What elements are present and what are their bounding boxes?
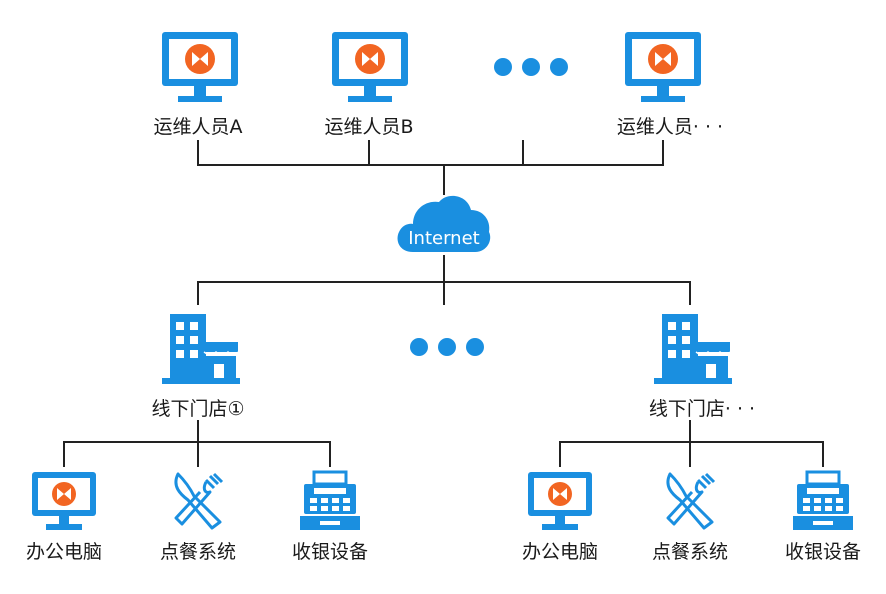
cloud-icon: Internet — [397, 195, 491, 252]
cash-register-icon — [793, 470, 853, 530]
device-label: 收银设备 — [291, 541, 369, 563]
device-label: 点餐系统 — [651, 541, 729, 563]
store-building-icon — [654, 314, 732, 384]
fork-knife-icon — [174, 472, 224, 530]
device-label: 点餐系统 — [159, 541, 237, 563]
ellipsis-dots — [410, 338, 484, 356]
internet-label: Internet — [408, 228, 479, 249]
monitor-icon — [528, 472, 592, 530]
store-label-1: 线下门店① — [151, 398, 245, 420]
device-label: 办公电脑 — [25, 541, 103, 563]
monitor-icon — [32, 472, 96, 530]
device-label: 收银设备 — [784, 541, 862, 563]
cash-register-icon — [300, 470, 360, 530]
fork-knife-icon — [666, 472, 716, 530]
operator-label-b: 运维人员B — [324, 116, 414, 138]
store-building-icon — [162, 314, 240, 384]
monitor-icon — [162, 32, 238, 102]
device-label: 办公电脑 — [521, 541, 599, 563]
operator-label-more: 运维人员· · · — [616, 116, 724, 138]
monitor-icon — [332, 32, 408, 102]
operator-label-a: 运维人员A — [153, 116, 243, 138]
monitor-icon — [625, 32, 701, 102]
store-label-more: 线下门店· · · — [648, 398, 756, 420]
ellipsis-dots — [494, 58, 568, 76]
